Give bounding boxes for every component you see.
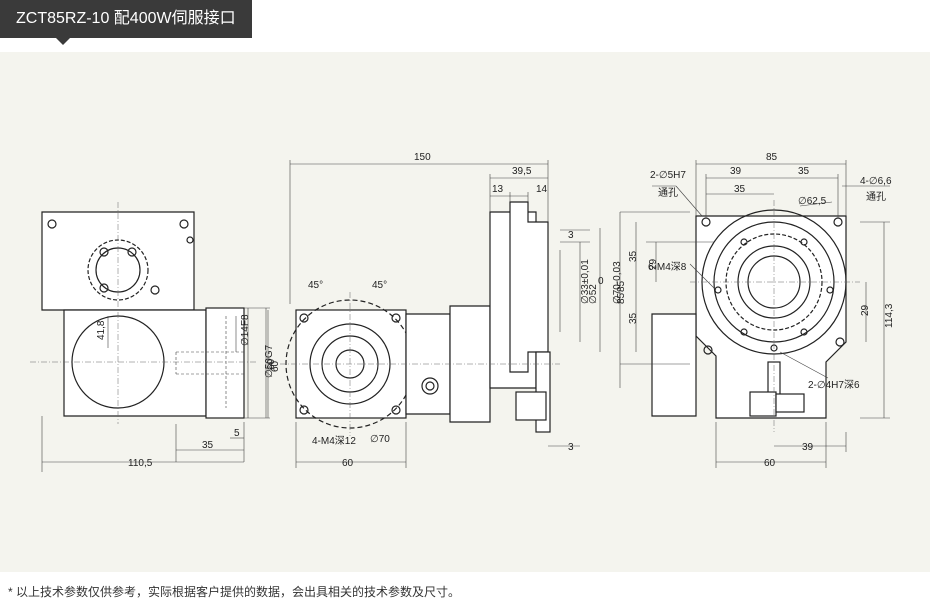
left-dim-label: 60 [270, 360, 281, 372]
right-m4-hole [800, 328, 808, 336]
middle-callout: ∅70 [370, 434, 390, 445]
right-callout: 4-∅6,6 [860, 176, 892, 187]
right-m4-hole [800, 238, 808, 246]
right-dim-label: 35 [798, 166, 810, 177]
footnote: * 以上技术参数仅供参考，实际根据客户提供的数据，会出具相关的技术参数及尺寸。 [8, 585, 461, 599]
middle-angle-label: 45° [372, 280, 387, 291]
left-dim-label: 5 [234, 428, 240, 439]
right-callout: 2-∅5H7 [650, 170, 686, 181]
left-gear-housing [63, 309, 207, 417]
middle-dim-label: 13 [492, 184, 504, 195]
left-flange-hole [47, 219, 57, 229]
middle-angle-label: 45° [308, 280, 323, 291]
middle-dim-label: 0 [598, 276, 604, 287]
middle-m4-hole [391, 313, 401, 323]
right-m4-hole [714, 286, 722, 294]
middle-output-stack [509, 201, 549, 373]
middle-callout: 4-M4深12 [312, 435, 356, 447]
left-dim-label: ∅14F8 [240, 314, 251, 346]
left-dim-label: 110,5 [128, 458, 153, 469]
left-flange-hole [179, 219, 189, 229]
middle-m4-hole [391, 405, 401, 415]
right-dim-label: 35 [734, 184, 746, 195]
right-connector [749, 391, 777, 417]
right-dim-label: 60 [764, 458, 776, 469]
left-flange-hole [186, 236, 194, 244]
right-dim-label: 35 [628, 250, 639, 262]
left-dim-label: 35 [202, 440, 214, 451]
right-dim-label: 114,3 [884, 303, 895, 328]
middle-plug [421, 377, 439, 395]
right-dim-label: 85 [616, 280, 627, 292]
middle-dim-label: ∅70-0,03 [612, 261, 623, 304]
left-boss-hole [99, 283, 109, 293]
right-dim-label: 39 [802, 442, 814, 453]
middle-dim-label: 60 [266, 358, 277, 370]
right-view: 85 39 35 35 2-∅5H7 通孔 4-∅6,6 通孔 ∅62,5 35… [616, 152, 895, 469]
right-dim-label: 29 [860, 304, 871, 316]
middle-dim-label: 85 [616, 292, 627, 304]
drawing-canvas: 41,8 ∅14F8 ∅50G7 60 35 5 110,5 [30, 152, 895, 472]
title-tab-notch [56, 38, 70, 45]
right-encoder-plug [775, 393, 805, 413]
right-m4-hole [826, 286, 834, 294]
right-callout: ∅62,5 [798, 196, 827, 207]
right-callout: 通孔 [658, 187, 678, 199]
middle-dim-label: ∅33±0,01 [580, 259, 591, 304]
middle-dim-label: 3 [568, 442, 574, 453]
middle-m4-hole [299, 405, 309, 415]
middle-dim-label: 3 [568, 230, 574, 241]
middle-dim-label: 60 [342, 458, 354, 469]
middle-connector [515, 391, 547, 421]
middle-dim-label: ∅52 [588, 284, 599, 304]
middle-dim-label: 39,5 [512, 166, 532, 177]
left-dim-label: 41,8 [96, 320, 107, 340]
left-dim-label: ∅50G7 [264, 344, 275, 378]
middle-dim-label: 150 [414, 152, 431, 163]
right-dim-label: 35 [628, 312, 639, 324]
right-mount-hole [835, 337, 845, 347]
left-boss-hole [99, 247, 109, 257]
left-output-adapter [205, 307, 245, 419]
left-view: 41,8 ∅14F8 ∅50G7 60 35 5 110,5 [30, 202, 281, 472]
right-mount-hole [703, 345, 713, 355]
right-dim-label: 85 [766, 152, 778, 163]
middle-dim-label: 14 [536, 184, 548, 195]
right-callout: 2-∅4H7深6 [808, 379, 860, 391]
drawing-title-tab: ZCT85RZ-10 配400W伺服接口 [0, 0, 252, 38]
right-side-block [651, 313, 697, 417]
right-m4-hole [740, 328, 748, 336]
right-dim-label: 29 [648, 258, 659, 270]
right-dim-label: 39 [730, 166, 742, 177]
right-callout: 6-M4深8 [648, 261, 687, 273]
left-boss-hole [150, 285, 160, 295]
middle-m4-hole [299, 313, 309, 323]
middle-view: 150 39,5 13 14 3 ∅33±0,01 ∅52 0 ∅70-0,03… [266, 152, 627, 469]
left-boss-hole [127, 247, 137, 257]
right-callout: 通孔 [866, 191, 886, 203]
technical-drawing: 41,8 ∅14F8 ∅50G7 60 35 5 110,5 [0, 52, 930, 572]
drawing-title: ZCT85RZ-10 配400W伺服接口 [16, 10, 236, 27]
right-m4-hole [740, 238, 748, 246]
